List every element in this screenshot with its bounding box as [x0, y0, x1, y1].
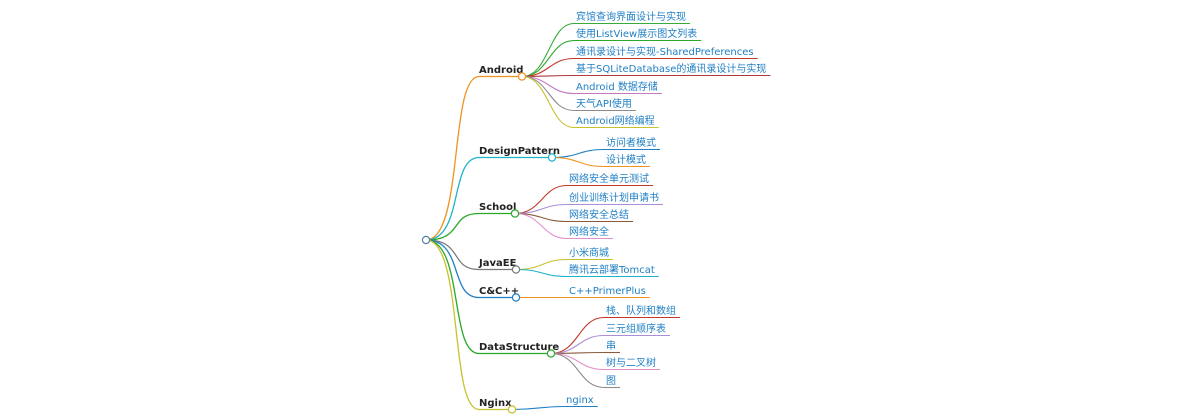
root-branch-edge: [425, 239, 480, 271]
category-collapse-toggle[interactable]: [517, 72, 527, 81]
edge-layer: [425, 22, 771, 411]
leaf-node-label[interactable]: 天气API使用: [576, 97, 632, 110]
leaf-node-label[interactable]: 串: [606, 340, 616, 352]
leaf-node-label[interactable]: 腾讯云部署Tomcat: [569, 263, 655, 276]
root-branch-edge: [425, 239, 480, 355]
leaf-edge: [521, 39, 575, 78]
category-collapse-toggle[interactable]: [546, 349, 556, 358]
node-layer: Android 宾馆查询界面设计与实现使用ListView展示图文列表通讯录设计与…: [421, 10, 766, 414]
leaf-node-label[interactable]: Android网络编程: [576, 114, 655, 127]
root-branch-edge: [425, 212, 480, 241]
category-label: Android: [479, 65, 523, 76]
category-label: DesignPattern: [479, 146, 560, 157]
leaf-edge: [515, 258, 568, 271]
category-label: C&C++: [479, 286, 519, 297]
leaf-edge: [514, 212, 568, 240]
leaf-edge: [551, 156, 605, 168]
leaf-node-label[interactable]: nginx: [566, 395, 594, 406]
leaf-node-label[interactable]: 创业训练计划申请书: [569, 191, 659, 204]
category-collapse-toggle[interactable]: [511, 265, 521, 274]
category-label: School: [479, 202, 516, 213]
leaf-node-label[interactable]: Android 数据存储: [576, 80, 658, 93]
root-branch-edge: [425, 75, 480, 241]
leaf-node-label[interactable]: 网络安全单元测试: [569, 172, 649, 185]
root-branch-edge: [425, 156, 480, 241]
category-label: JavaEE: [478, 258, 517, 269]
category-collapse-toggle[interactable]: [511, 293, 521, 302]
leaf-node-label[interactable]: 树与二叉树: [606, 356, 656, 369]
leaf-node-label[interactable]: 图: [606, 375, 616, 387]
leaf-node-label[interactable]: 小米商城: [569, 246, 609, 259]
leaf-node-label[interactable]: 网络安全总结: [569, 208, 629, 221]
leaf-node-label[interactable]: 栈、队列和数组: [606, 304, 676, 317]
root-branch-edge: [425, 239, 480, 411]
leaf-edge: [521, 22, 575, 78]
leaf-node-label[interactable]: 设计模式: [606, 153, 646, 166]
category-collapse-toggle[interactable]: [507, 405, 517, 414]
leaf-node-label[interactable]: 三元组顺序表: [606, 322, 666, 335]
leaf-node-label[interactable]: C++PrimerPlus: [569, 286, 646, 297]
leaf-edge: [550, 352, 605, 389]
leaf-node-label[interactable]: 使用ListView展示图文列表: [576, 27, 697, 40]
root-node-toggle[interactable]: [421, 235, 431, 245]
leaf-edge: [521, 75, 575, 112]
leaf-edge: [521, 75, 575, 95]
leaf-edge: [515, 268, 568, 278]
leaf-edge: [550, 352, 605, 371]
leaf-node-label[interactable]: 宾馆查询界面设计与实现: [576, 10, 686, 23]
leaf-node-label[interactable]: 基于SQLiteDatabase的通讯录设计与实现: [576, 62, 766, 75]
leaf-edge: [521, 57, 575, 78]
category-collapse-toggle[interactable]: [510, 209, 520, 218]
root-branch-edge: [425, 239, 480, 299]
category-label: DataStructure: [479, 342, 559, 353]
leaf-node-label[interactable]: 网络安全: [569, 225, 609, 238]
leaf-node-label[interactable]: 通讯录设计与实现-SharedPreferences: [576, 45, 754, 58]
leaf-node-label[interactable]: 访问者模式: [606, 136, 656, 149]
category-label: Nginx: [479, 398, 512, 409]
leaf-edge: [511, 405, 565, 411]
category-collapse-toggle[interactable]: [547, 153, 557, 162]
leaf-edge: [521, 75, 575, 129]
